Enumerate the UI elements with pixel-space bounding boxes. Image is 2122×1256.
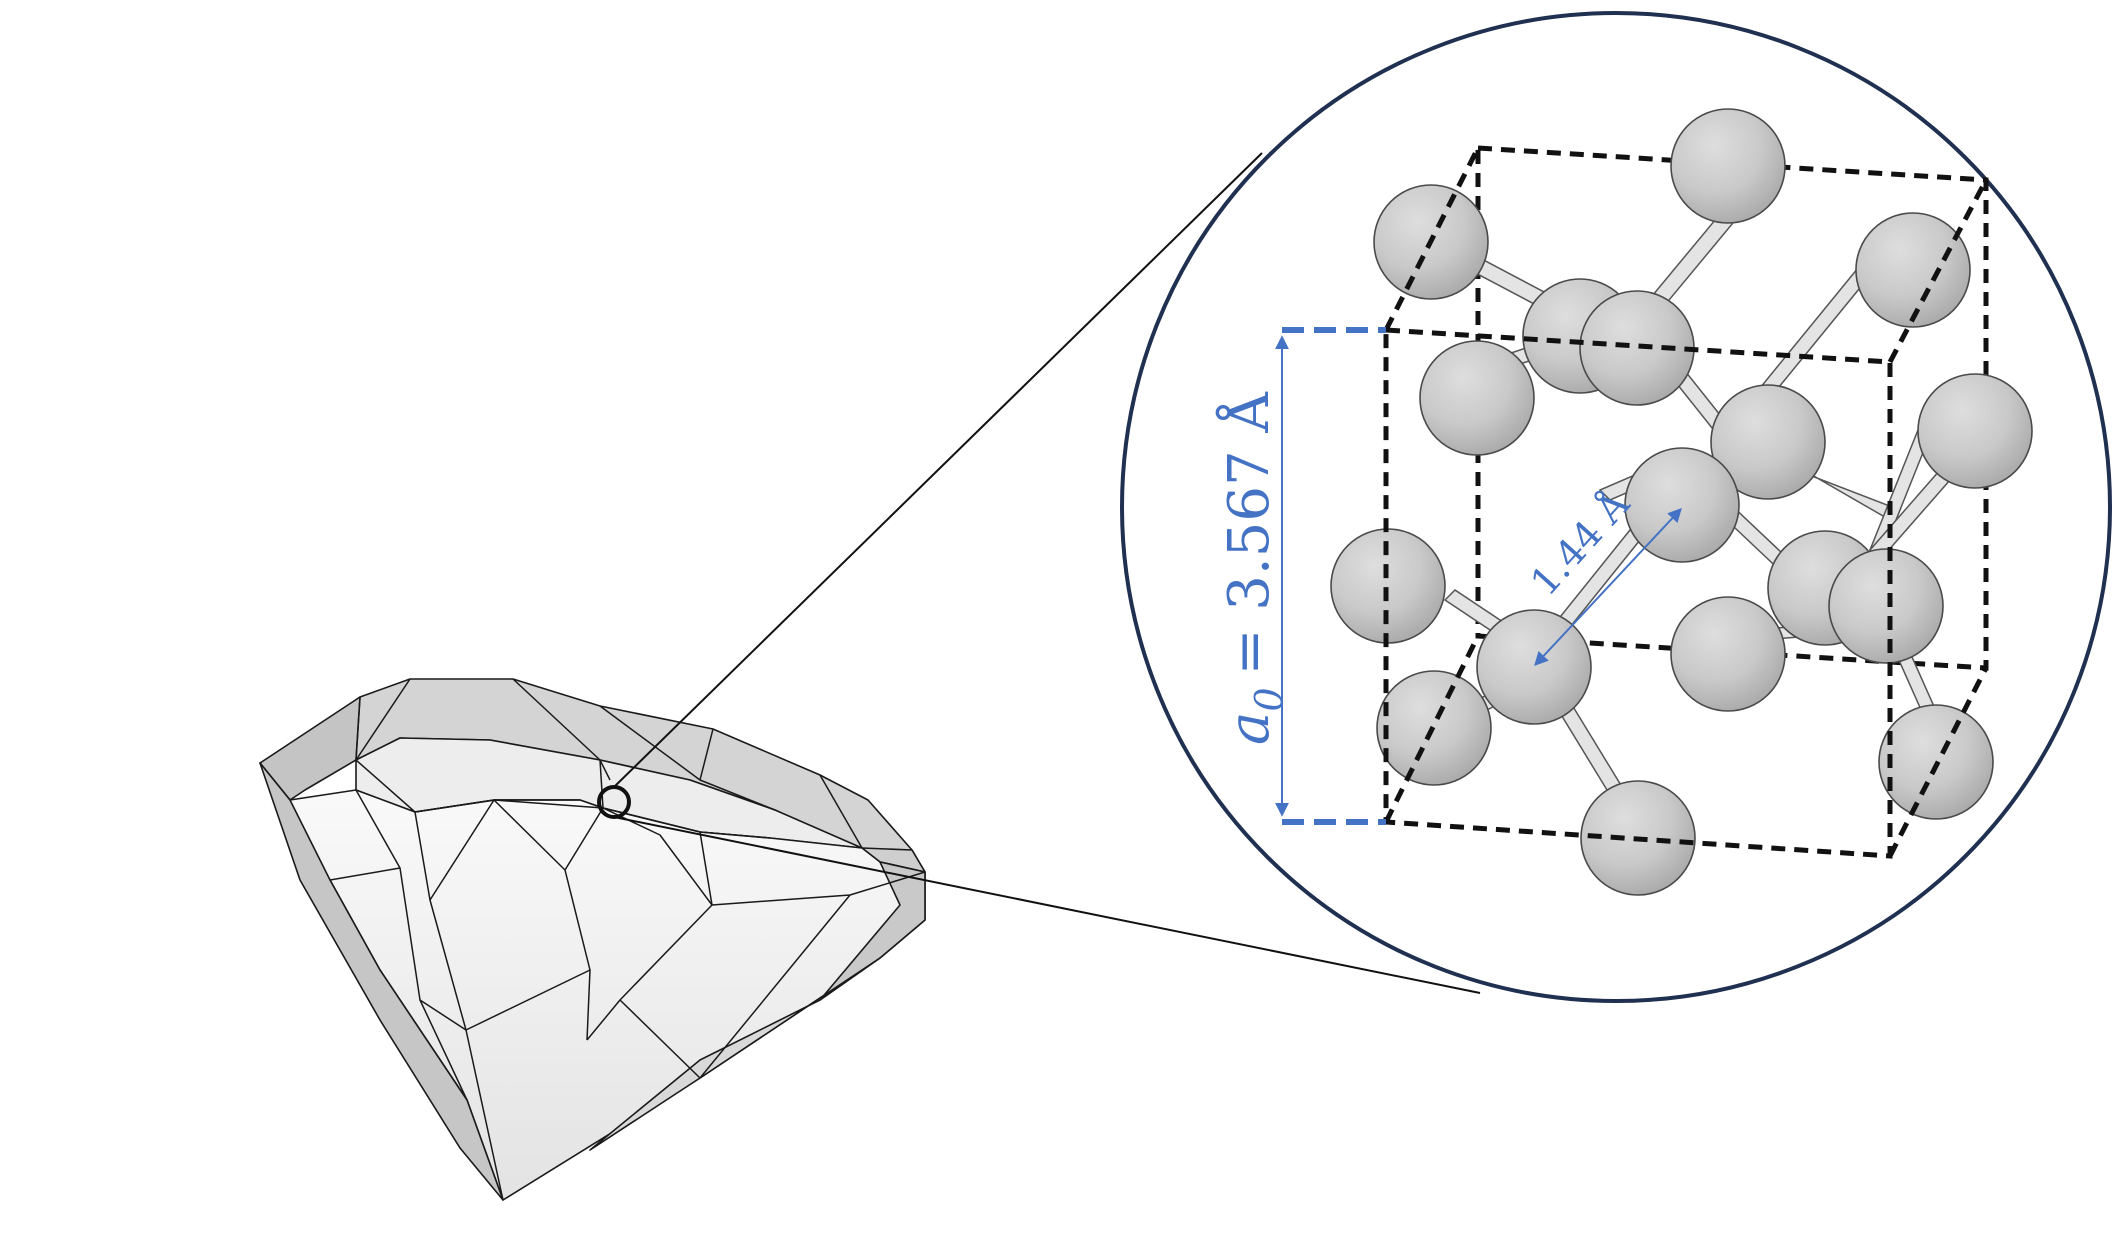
- lattice-value: = 3.567 Å: [1215, 392, 1282, 676]
- atom: [1710, 384, 1826, 500]
- gem-side-facet: [259, 762, 504, 1201]
- atom: [1419, 340, 1535, 456]
- atom: [1670, 596, 1786, 712]
- atom: [1670, 108, 1786, 224]
- atom: [1917, 373, 2033, 489]
- atom: [1624, 447, 1740, 563]
- zoom-connector-line: [613, 152, 1263, 788]
- unit-cell-front-edges: [1383, 146, 1989, 859]
- gem-side-facet: [589, 957, 881, 1151]
- atom: [1579, 290, 1695, 406]
- diamond-gem-illustration: [259, 678, 926, 1201]
- lattice-constant-label: a0 = 3.567 Å: [1215, 392, 1291, 745]
- lattice-symbol: a: [1217, 712, 1282, 745]
- atom: [1476, 609, 1592, 725]
- atom: [1855, 212, 1971, 328]
- lattice-subscript: 0: [1247, 687, 1291, 711]
- carbon-atoms: [1330, 108, 2033, 896]
- bond-length-arrow: [1534, 507, 1682, 667]
- zoom-connector-line: [613, 816, 1481, 994]
- atom: [1828, 548, 1944, 664]
